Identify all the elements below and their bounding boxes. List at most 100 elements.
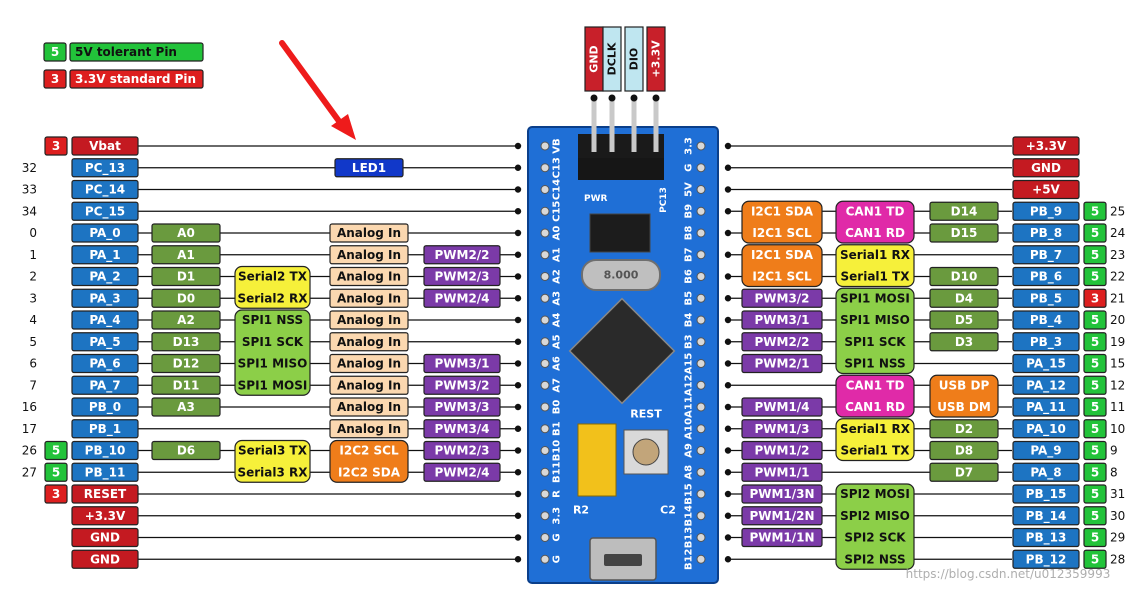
board-silk-right: A12 — [684, 374, 695, 396]
tolerance-text: 5 — [1091, 313, 1099, 327]
pin-name-box — [71, 353, 139, 374]
group-box — [835, 200, 915, 244]
pin-number: 6 — [29, 357, 37, 371]
left-wire-dot — [514, 316, 522, 324]
group-box — [741, 200, 823, 244]
right-func-label: PWM1/2 — [754, 444, 809, 458]
pin-name-box — [71, 223, 139, 243]
pin-name: PB_7 — [1030, 248, 1062, 263]
board-silk-left: A5 — [552, 334, 563, 349]
pin-name-box — [71, 527, 139, 548]
group-box — [835, 418, 915, 462]
pin-name-box — [1012, 179, 1080, 200]
left-wire-dot — [514, 490, 522, 498]
right-wire-dot — [724, 556, 732, 563]
pin-number: 31 — [1110, 487, 1125, 501]
reset-button[interactable] — [632, 438, 660, 466]
pin-name: PA_4 — [89, 313, 120, 328]
header-hole — [696, 424, 706, 434]
right-func-box — [741, 484, 823, 504]
right-func-label: D2 — [955, 422, 973, 436]
pin-name: PA_12 — [1026, 378, 1066, 393]
right-wire-dot — [724, 360, 732, 367]
tolerance-badge — [1083, 397, 1107, 417]
legend-box — [69, 42, 204, 62]
legend-swatch — [43, 42, 67, 62]
group-line: CAN1 RD — [845, 400, 905, 414]
swd-pin-label: GND — [588, 45, 601, 72]
left-wire-dot — [514, 447, 522, 454]
board-silk-right: B7 — [684, 247, 695, 262]
pin-name-box — [71, 375, 139, 395]
left-wire-dot — [514, 512, 522, 519]
boot-jumpers[interactable] — [577, 423, 617, 497]
header-hole — [696, 467, 706, 477]
board-silk-right: G — [684, 164, 695, 172]
swd-pin-dio: DIO — [624, 26, 644, 92]
right-func-label: PWM2/1 — [754, 357, 809, 371]
pin-name: PB_0 — [89, 400, 121, 415]
left-func-box — [423, 353, 501, 374]
tolerance-text: 5 — [1091, 531, 1099, 545]
pin-name: PA_1 — [89, 248, 120, 263]
pin-name: PC_14 — [85, 183, 125, 198]
header-hole — [540, 250, 550, 260]
right-pin-gnd: GND — [1012, 158, 1080, 178]
header-hole — [540, 185, 550, 194]
group-box — [835, 374, 915, 418]
tolerance-text: 5 — [1091, 422, 1099, 436]
left-func-box — [329, 310, 409, 330]
board-silk-right: 5V — [684, 182, 695, 197]
group-line: Serial2 RX — [237, 291, 308, 305]
pin-name: PA_2 — [89, 270, 120, 285]
pin-name: PB_15 — [1026, 487, 1067, 502]
pin-name-box — [1012, 353, 1080, 374]
tolerance-badge — [1083, 288, 1107, 308]
board-silk-left: G — [552, 533, 563, 541]
header-hole — [540, 206, 550, 216]
group-line: SPI1 MOSI — [840, 291, 910, 305]
left-func-box — [151, 440, 221, 461]
header-hole — [696, 185, 706, 194]
left-func-box — [151, 223, 221, 243]
board-silk-left: A2 — [552, 269, 563, 284]
swd-pin-label: DIO — [628, 48, 641, 71]
pin-name-box — [1012, 527, 1080, 548]
group-line: Serial2 TX — [238, 270, 308, 284]
board-silk-right: B14 — [684, 505, 695, 527]
pin-name-box — [71, 419, 139, 439]
right-func-label: D7 — [955, 465, 973, 479]
group-line: SPI1 MISO — [840, 313, 910, 327]
right-func-label: PWM1/2N — [749, 509, 814, 523]
pin-name-box — [1012, 266, 1080, 287]
header-hole — [696, 533, 706, 542]
pin-number: 7 — [29, 378, 37, 392]
pin-name-box — [1012, 332, 1080, 352]
right-func-label: D14 — [951, 204, 978, 218]
header-hole — [696, 228, 706, 238]
left-func-label: Analog In — [337, 313, 401, 327]
tolerance-badge — [1083, 484, 1107, 504]
right-wire-dot — [724, 186, 732, 193]
header-pin-end — [590, 94, 598, 102]
right-func-box — [741, 506, 823, 526]
right-func-label: PWM1/1 — [754, 465, 809, 479]
left-func-box — [151, 266, 221, 287]
left-func-box — [151, 245, 221, 265]
right-wire-dot — [724, 490, 732, 498]
pin-number: 5 — [29, 335, 37, 349]
header-hole — [540, 424, 550, 434]
